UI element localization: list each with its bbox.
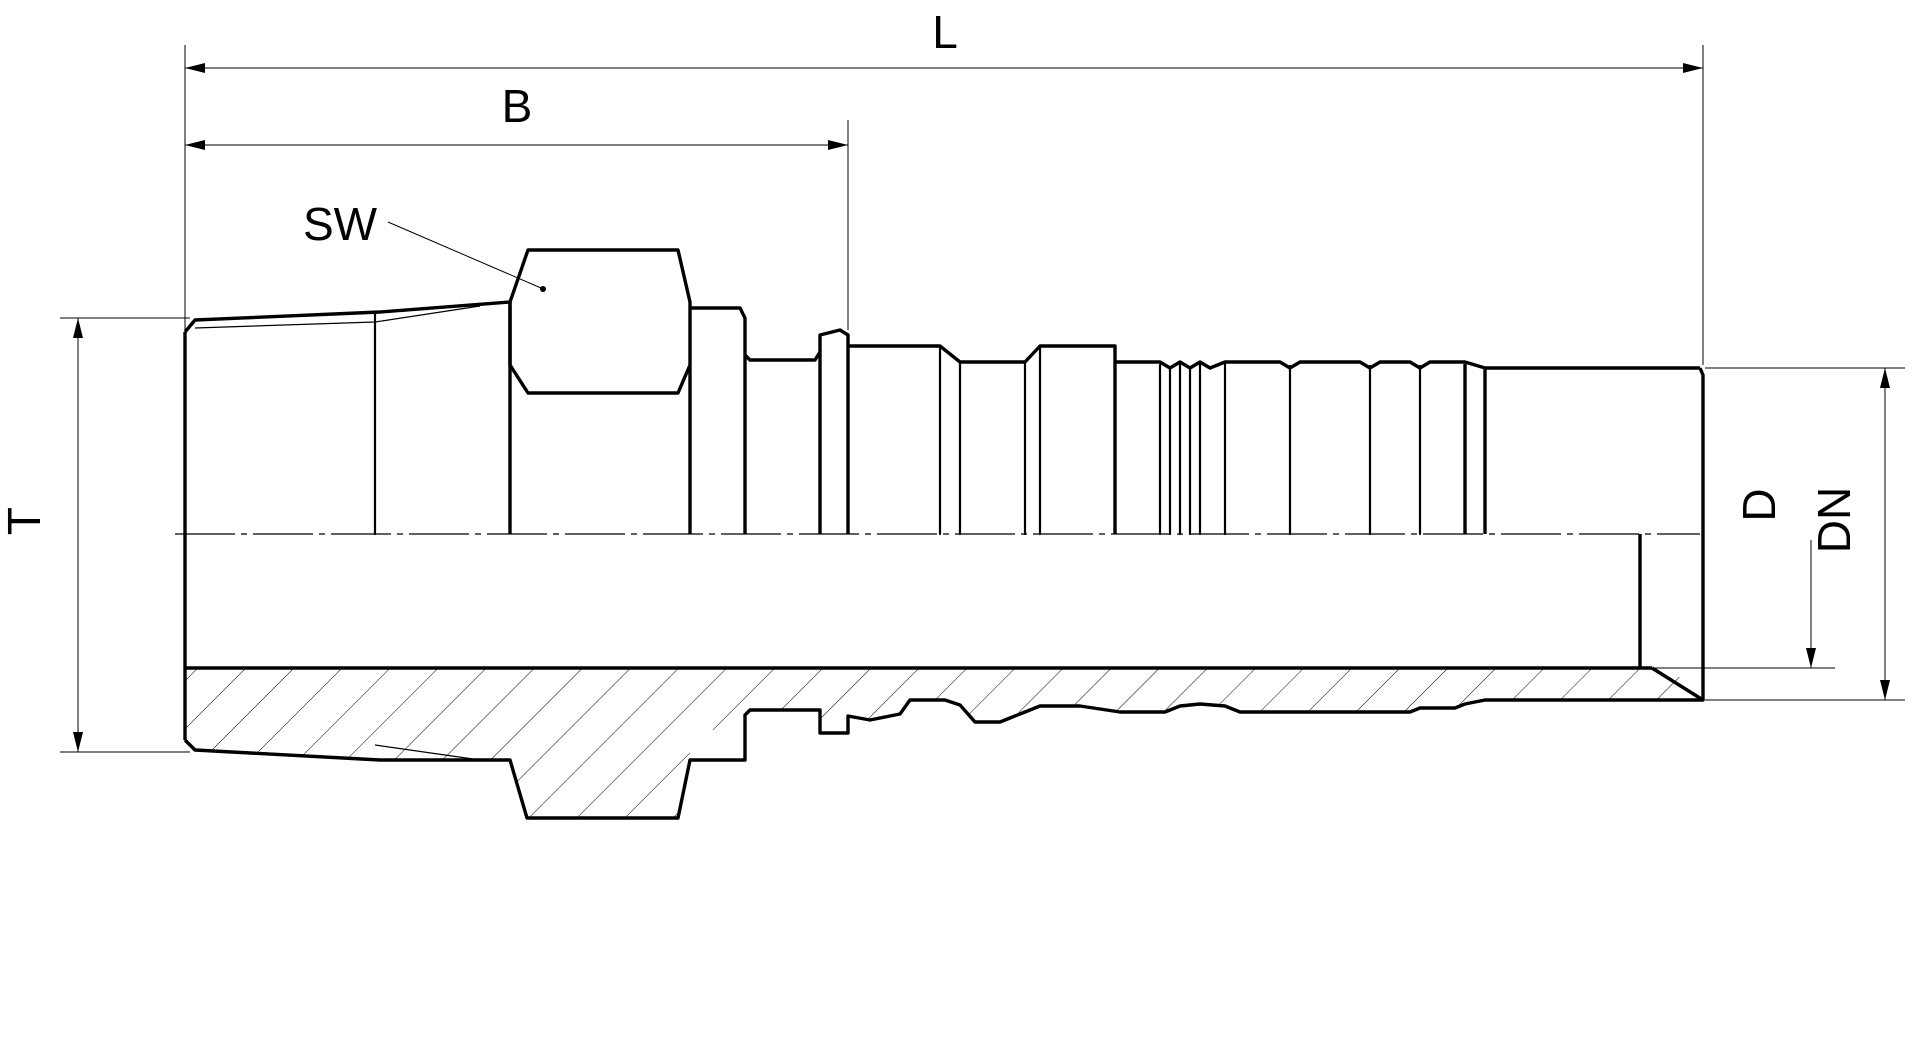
dimension-B: B xyxy=(185,80,849,330)
fitting-outline xyxy=(183,248,1705,820)
leader-SW: SW xyxy=(303,198,546,292)
hatched-wall xyxy=(185,668,1703,818)
label-SW: SW xyxy=(303,198,378,250)
label-B: B xyxy=(502,80,533,132)
section-hatch xyxy=(185,668,1703,818)
dimension-DN: DN xyxy=(1705,367,1905,701)
dimension-T: T xyxy=(0,317,190,753)
label-L: L xyxy=(932,6,958,58)
label-T: T xyxy=(0,507,50,535)
dimension-D: D xyxy=(1655,488,1835,669)
label-D: D xyxy=(1733,488,1785,521)
label-DN: DN xyxy=(1808,487,1860,553)
dimension-L: L xyxy=(184,6,1704,365)
